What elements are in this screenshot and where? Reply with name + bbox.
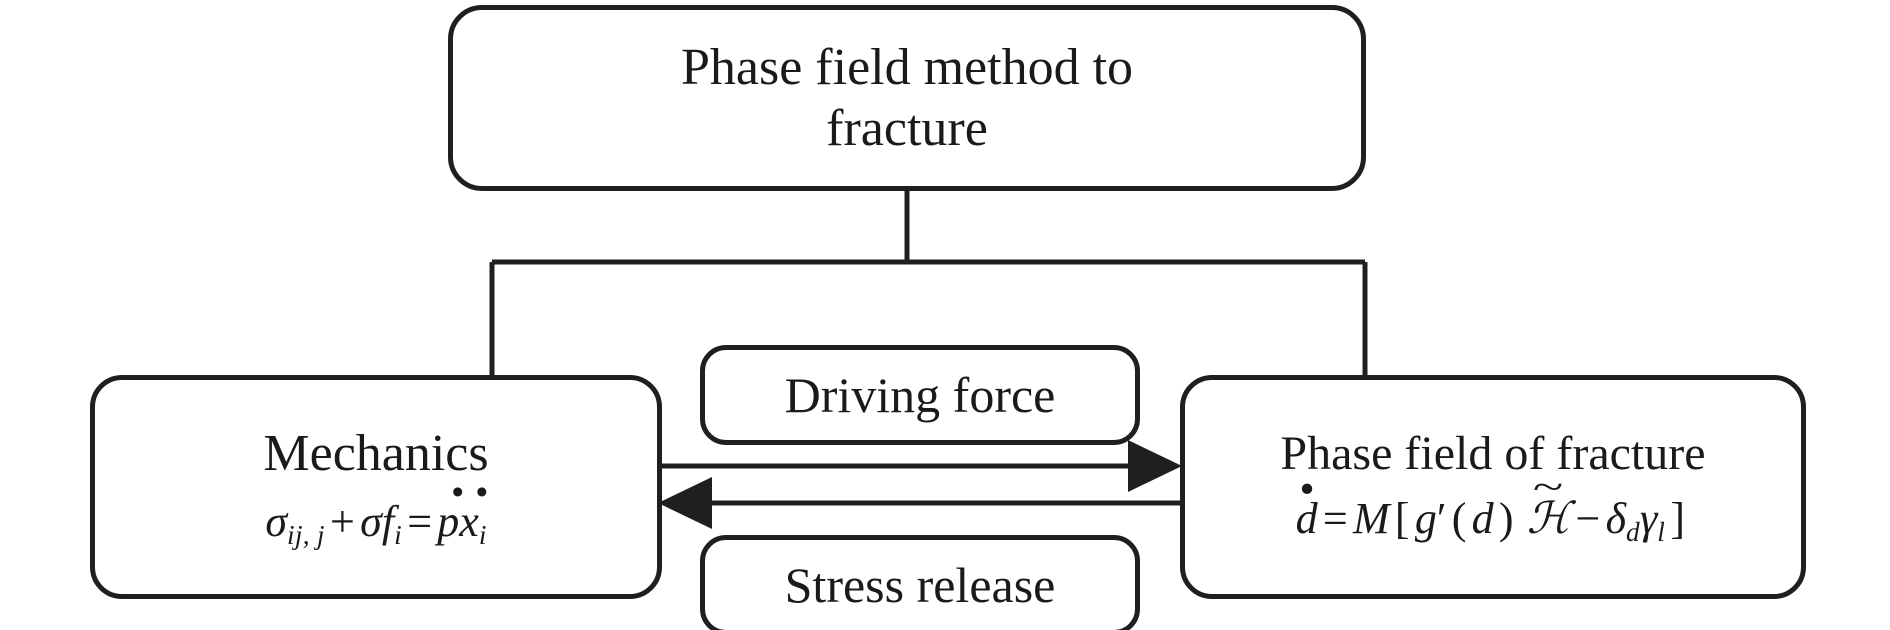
node-root-label-line2: fracture <box>826 100 988 157</box>
math-equals: = <box>407 497 433 546</box>
math-x-double-dot: x <box>459 496 479 548</box>
math-d-arg: d <box>1471 493 1494 543</box>
math-sub-i-2: i <box>478 520 487 551</box>
arrow-stress-release <box>658 477 1180 529</box>
node-driving-force-label: Driving force <box>784 366 1056 423</box>
math-paren-open: ( <box>1451 493 1467 543</box>
node-root-label-line1: Phase field method to <box>680 38 1134 96</box>
math-script-H-tilde: ℋ <box>1527 493 1570 545</box>
math-bracket-open: [ <box>1394 493 1410 543</box>
math-d-dot: d <box>1296 493 1318 545</box>
math-sigma-stress: σ <box>265 497 288 546</box>
math-sub-d: d <box>1626 516 1640 547</box>
math-sub-i: i <box>394 520 402 551</box>
math-M: M <box>1353 493 1390 543</box>
math-plus: + <box>330 497 355 546</box>
node-phase-field-of-fracture[interactable]: Phase field of fracture d=M[g′(d)ℋ−δdγl] <box>1180 375 1806 599</box>
math-g: g <box>1414 493 1437 543</box>
node-mechanics-equation: σij, j+σfi=pxi <box>265 496 486 551</box>
node-stress-release[interactable]: Stress release <box>700 535 1140 630</box>
math-equals-2: = <box>1322 493 1348 543</box>
math-bracket-close: ] <box>1670 493 1686 543</box>
math-sigma-density: σ <box>360 497 382 546</box>
math-sub-l: l <box>1657 516 1666 547</box>
node-phasefield-equation: d=M[g′(d)ℋ−δdγl] <box>1296 493 1691 548</box>
math-prime: ′ <box>1436 493 1447 543</box>
math-paren-close: ) <box>1498 493 1514 543</box>
math-sub-ij-j: ij, j <box>287 520 325 551</box>
node-mechanics[interactable]: Mechanics σij, j+σfi=pxi <box>90 375 662 599</box>
math-minus: − <box>1575 493 1601 543</box>
node-phase-field-method-to-fracture[interactable]: Phase field method to fracture <box>448 5 1366 191</box>
math-delta: δ <box>1605 493 1627 543</box>
math-gamma: γ <box>1639 493 1658 543</box>
arrow-driving-force <box>660 440 1182 492</box>
math-f: f <box>381 497 395 546</box>
node-phasefield-label: Phase field of fracture <box>1280 427 1706 480</box>
node-driving-force[interactable]: Driving force <box>700 345 1140 445</box>
node-stress-release-label: Stress release <box>784 556 1056 613</box>
